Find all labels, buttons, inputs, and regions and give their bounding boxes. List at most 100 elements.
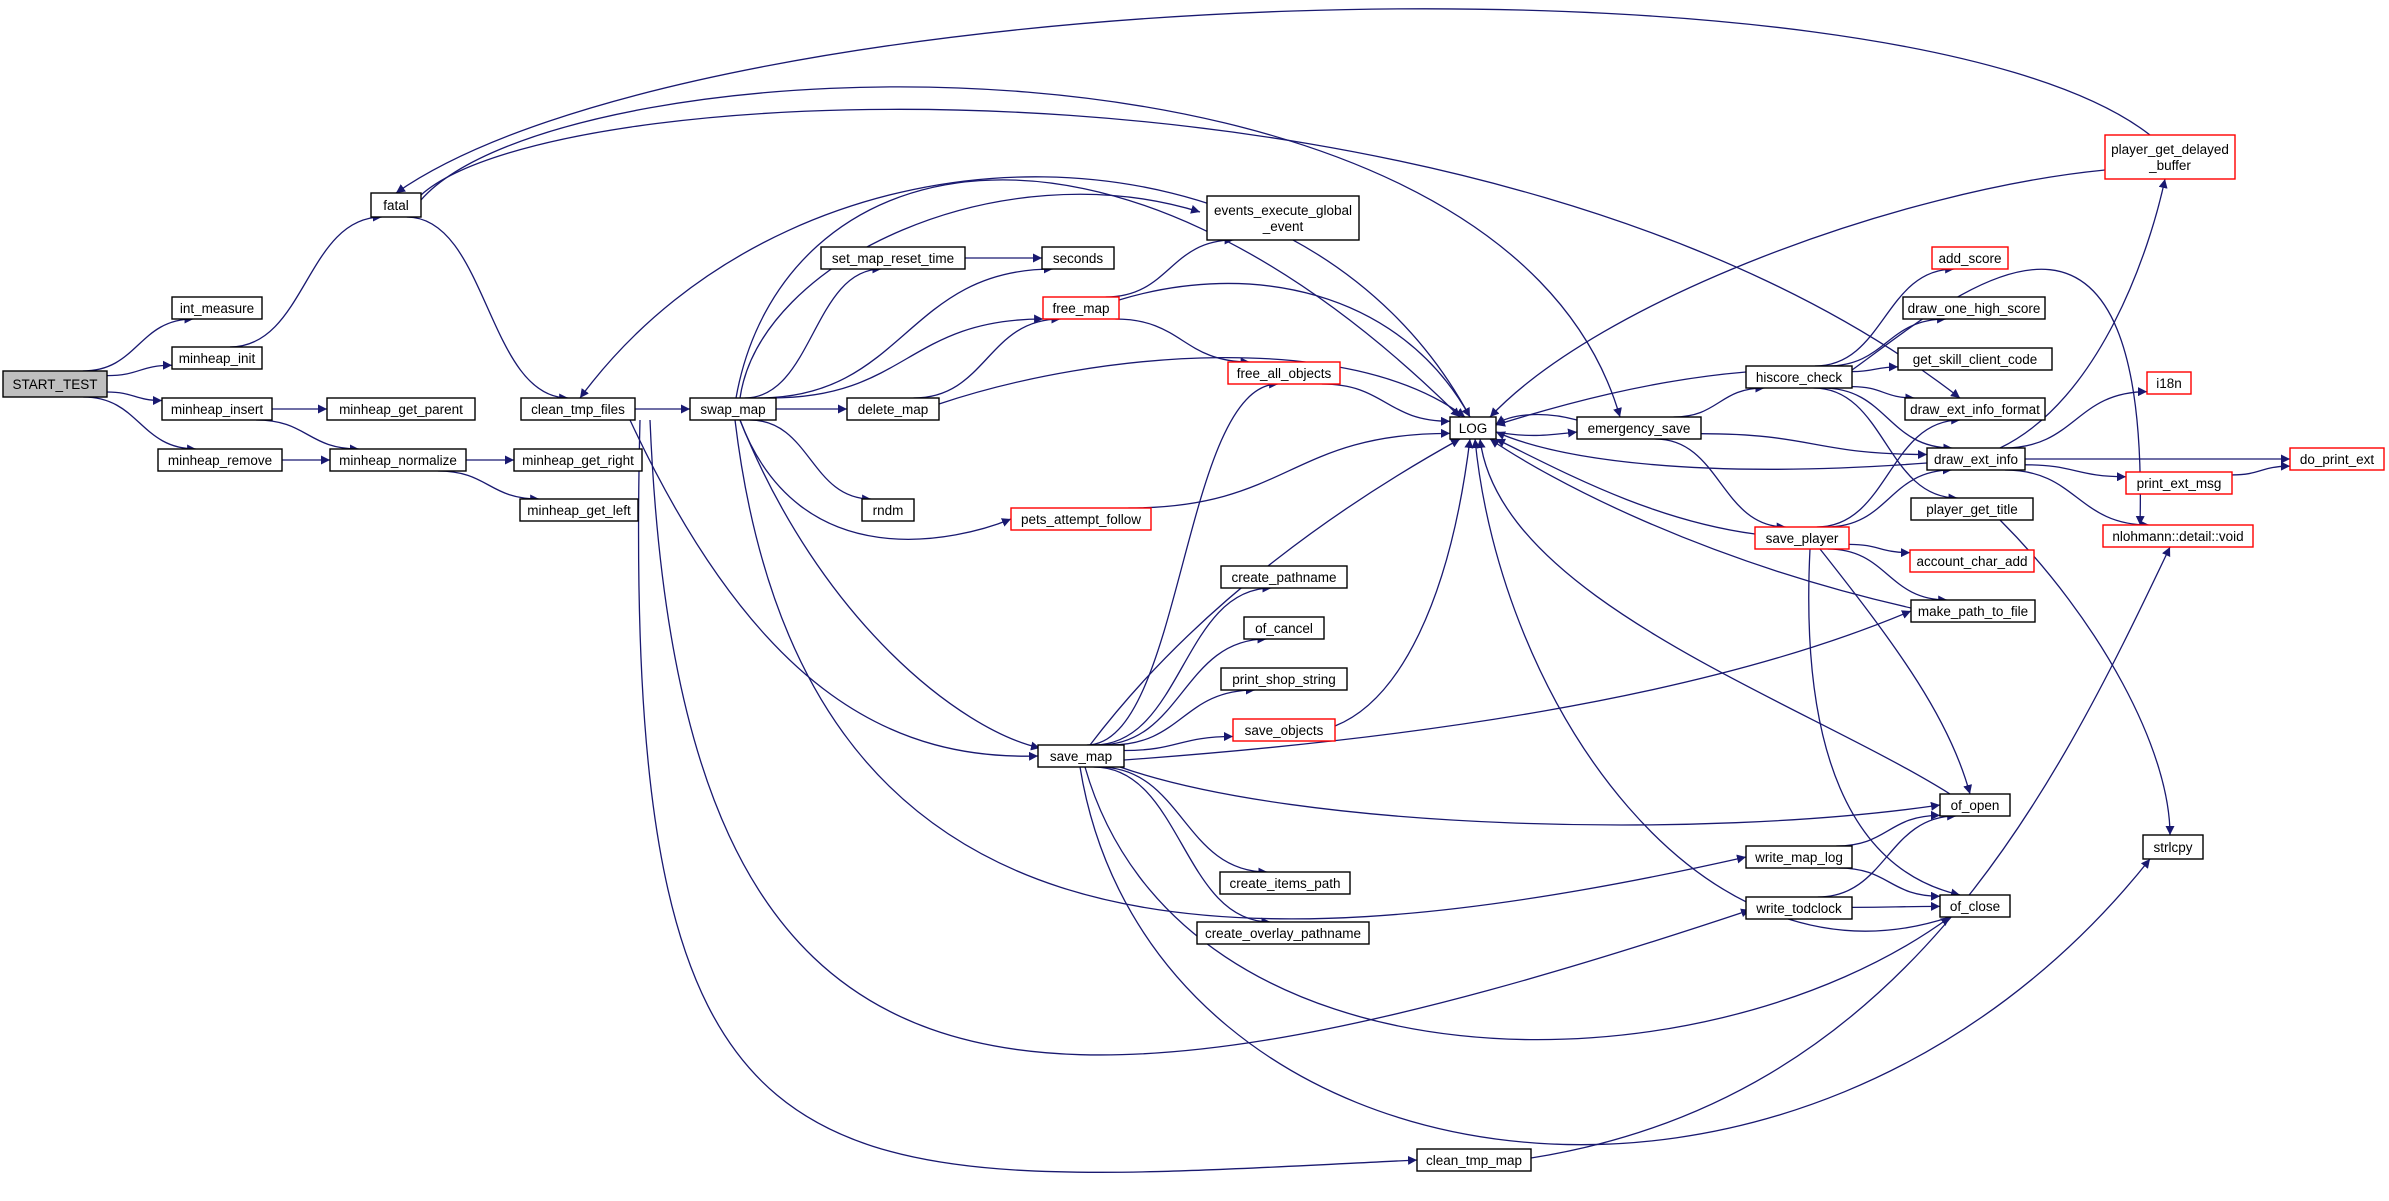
node-box <box>689 397 777 421</box>
node-do-print-ext[interactable]: do_print_ext <box>2289 447 2385 471</box>
node-save-objects[interactable]: save_objects <box>1232 718 1336 742</box>
node-create-overlay-pathname[interactable]: create_overlay_pathname <box>1196 921 1370 945</box>
node-add-score[interactable]: add_score <box>1931 246 2009 270</box>
node-label: create_overlay_pathname <box>1205 926 1361 941</box>
node-fatal[interactable]: fatal <box>370 192 422 218</box>
node-minheap-insert[interactable]: minheap_insert <box>161 397 273 421</box>
node-label: minheap_init <box>179 351 256 366</box>
node-emergency-save[interactable]: emergency_save <box>1576 416 1702 440</box>
edge-hiscore_check-to-draw_ext_info_format <box>1851 385 1915 403</box>
node-make-path-to-file[interactable]: make_path_to_file <box>1910 599 2036 623</box>
node-box <box>846 397 940 421</box>
node-draw-ext-info[interactable]: draw_ext_info <box>1926 447 2026 471</box>
node-free-map[interactable]: free_map <box>1042 296 1120 320</box>
node-box <box>519 498 639 522</box>
node-events-execute-global-event[interactable]: events_execute_global_event <box>1206 195 1360 241</box>
edge-write_todclock-to-of_open <box>1817 811 1957 898</box>
edge-swap_map-to-set_map_reset_time <box>744 264 882 399</box>
node-player-get-delayed-buffer[interactable]: player_get_delayed_buffer <box>2104 134 2236 180</box>
node-label: clean_tmp_files <box>531 402 625 417</box>
node-save-map[interactable]: save_map <box>1037 744 1125 768</box>
node-label: draw_ext_info_format <box>1910 402 2040 417</box>
node-label: emergency_save <box>1588 421 1691 436</box>
node-draw-one-high-score[interactable]: draw_one_high_score <box>1902 296 2046 320</box>
node-label: save_player <box>1766 531 1839 546</box>
node-free-all-objects[interactable]: free_all_objects <box>1227 361 1341 385</box>
node-minheap-get-right[interactable]: minheap_get_right <box>513 448 643 472</box>
node-box <box>157 448 283 472</box>
edge-save_map-to-of_cancel <box>1098 634 1267 746</box>
node-get-skill-client-code[interactable]: get_skill_client_code <box>1897 347 2053 371</box>
node-box <box>1219 871 1351 895</box>
node-label: rndm <box>873 503 904 518</box>
node-box <box>1220 565 1348 589</box>
edge-save_map-to-create_items_path <box>1098 766 1268 877</box>
edge-save_map-to-create_pathname <box>1093 583 1272 746</box>
node-minheap-normalize[interactable]: minheap_normalize <box>329 448 467 472</box>
edge-clean_tmp_files-to-save_map <box>629 419 1039 761</box>
node-box <box>1037 744 1125 768</box>
node-of-close[interactable]: of_close <box>1939 894 2011 918</box>
node-box <box>1243 616 1325 640</box>
node-label: seconds <box>1053 251 1104 266</box>
node-minheap-init[interactable]: minheap_init <box>171 346 263 370</box>
node-label: player_get_delayed <box>2111 142 2229 157</box>
node-seconds[interactable]: seconds <box>1041 246 1115 270</box>
edge-save_map-to-strlcpy <box>1079 766 2151 1146</box>
node-int-measure[interactable]: int_measure <box>171 296 263 320</box>
node-label: make_path_to_file <box>1918 604 2028 619</box>
node-box <box>370 192 422 218</box>
node-hiscore-check[interactable]: hiscore_check <box>1745 365 1853 389</box>
node-write-todclock[interactable]: write_todclock <box>1745 896 1853 920</box>
node-minheap-get-left[interactable]: minheap_get_left <box>519 498 639 522</box>
node-box <box>1745 896 1853 920</box>
node-pets-attempt-follow[interactable]: pets_attempt_follow <box>1010 507 1152 531</box>
edge-hiscore_check-to-draw_one_high_score <box>1826 314 1947 367</box>
edge-write_map_log-to-of_close <box>1838 867 1941 901</box>
node-account-char-add[interactable]: account_char_add <box>1909 549 2035 573</box>
node-box <box>2125 471 2233 495</box>
node-box <box>1910 599 2036 623</box>
node-of-cancel[interactable]: of_cancel <box>1243 616 1325 640</box>
node-minheap-get-parent[interactable]: minheap_get_parent <box>326 397 476 421</box>
node-nlohmann-detail-void[interactable]: nlohmann::detail::void <box>2102 524 2254 548</box>
node-label: START_TEST <box>12 377 97 392</box>
node-create-items-path[interactable]: create_items_path <box>1219 871 1351 895</box>
node-of-open[interactable]: of_open <box>1939 793 2011 817</box>
node-label: pets_attempt_follow <box>1021 512 1141 527</box>
node-print-shop-string[interactable]: print_shop_string <box>1220 667 1348 691</box>
node-start-test[interactable]: START_TEST <box>2 370 108 398</box>
edge-draw_ext_info-to-nlohmann_detail_void <box>2004 469 2150 530</box>
node-strlcpy[interactable]: strlcpy <box>2142 834 2204 860</box>
node-box <box>1041 246 1115 270</box>
edge-log-to-clean_tmp_files <box>579 176 1471 418</box>
edge-save_player-to-draw_ext_info_format <box>1816 415 1961 528</box>
node-clean-tmp-files[interactable]: clean_tmp_files <box>520 397 636 421</box>
node-label: nlohmann::detail::void <box>2112 529 2243 544</box>
node-write-map-log[interactable]: write_map_log <box>1745 845 1853 869</box>
edge-hiscore_check-to-add_score <box>1814 264 1955 367</box>
node-player-get-title[interactable]: player_get_title <box>1910 497 2034 521</box>
node-draw-ext-info-format[interactable]: draw_ext_info_format <box>1904 397 2046 421</box>
node-label: free_all_objects <box>1237 366 1332 381</box>
edge-save_map-to-of_open <box>1119 766 1941 826</box>
node-set-map-reset-time[interactable]: set_map_reset_time <box>820 246 966 270</box>
node-box <box>1449 416 1497 440</box>
edge-start_test-to-minheap_insert <box>106 391 163 406</box>
node-label: _buffer <box>2148 158 2191 173</box>
node-clean-tmp-map[interactable]: clean_tmp_map <box>1416 1148 1532 1172</box>
node-save-player[interactable]: save_player <box>1754 526 1850 550</box>
node-i18n[interactable]: i18n <box>2146 371 2192 395</box>
node-delete-map[interactable]: delete_map <box>846 397 940 421</box>
edge-free_map-to-log <box>1118 282 1471 418</box>
node-minheap-remove[interactable]: minheap_remove <box>157 448 283 472</box>
node-box <box>1939 894 2011 918</box>
edge-swap_map-to-rndm <box>749 419 872 504</box>
node-label: int_measure <box>180 301 254 316</box>
node-log[interactable]: LOG <box>1449 416 1497 440</box>
node-print-ext-msg[interactable]: print_ext_msg <box>2125 471 2233 495</box>
node-create-pathname[interactable]: create_pathname <box>1220 565 1348 589</box>
node-swap-map[interactable]: swap_map <box>689 397 777 421</box>
node-rndm[interactable]: rndm <box>861 498 915 522</box>
node-box <box>820 246 966 270</box>
